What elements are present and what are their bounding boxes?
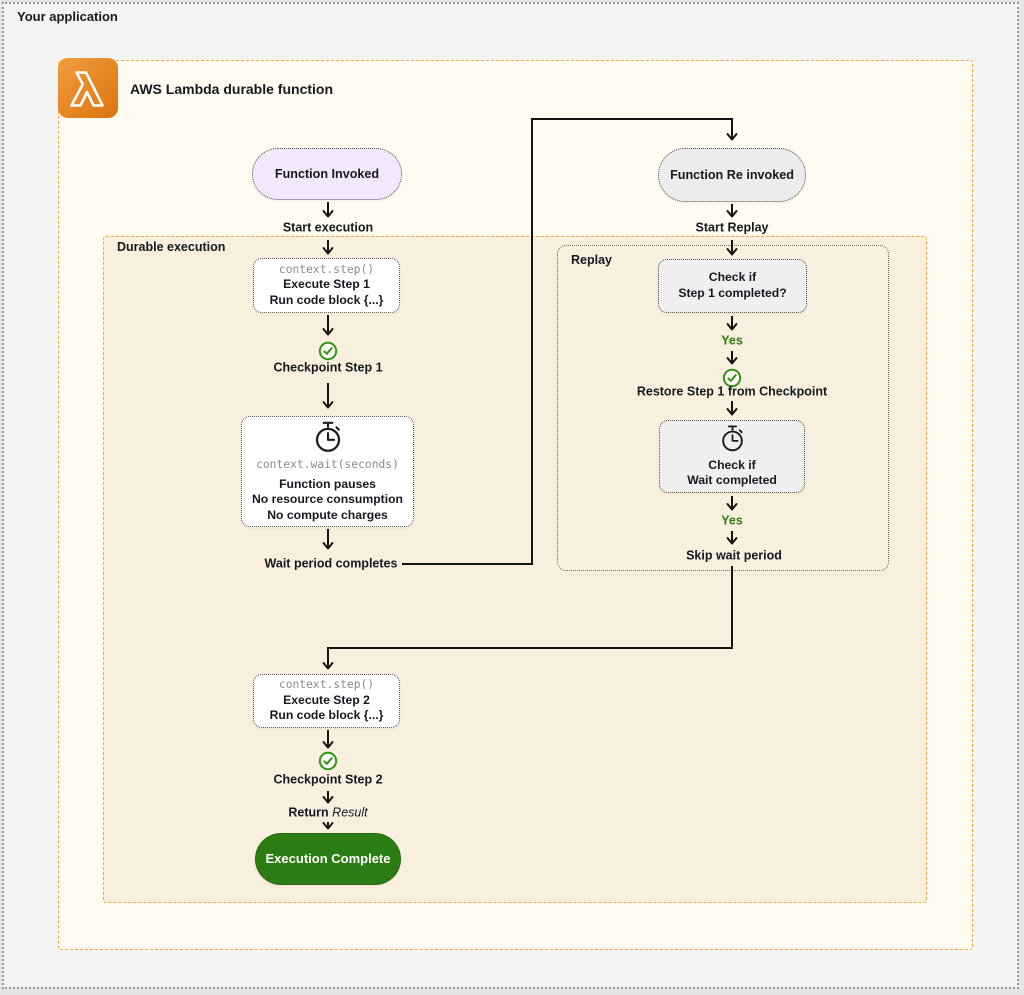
stopwatch-icon — [311, 420, 345, 459]
wait-line2: No resource consumption — [251, 492, 403, 507]
return-word: Return — [288, 805, 329, 820]
check-step1-line2: Step 1 completed? — [678, 286, 787, 300]
stopwatch-icon — [718, 424, 747, 458]
execution-complete-label: Execution Complete — [265, 850, 391, 866]
label-yes-step1: Yes — [721, 333, 743, 348]
page-title: Your application — [17, 9, 118, 24]
node-execute-step2: context.step() Execute Step 2 Run code b… — [253, 674, 400, 728]
check-wait-line2: Wait completed — [687, 473, 777, 488]
step1-title: Execute Step 1 — [283, 277, 370, 292]
node-function-reinvoked: Function Re invoked — [658, 148, 806, 202]
replay-label: Replay — [571, 253, 612, 267]
node-function-reinvoked-label: Function Re invoked — [670, 167, 794, 182]
wait-code: context.wait(seconds) — [256, 458, 399, 472]
wait-line3: No compute charges — [267, 507, 388, 522]
check-wait-line1: Check if — [708, 457, 756, 472]
step2-title: Execute Step 2 — [283, 692, 370, 707]
node-check-step1: Check if Step 1 completed? — [658, 259, 807, 313]
check-step1-line1: Check if — [708, 270, 757, 285]
node-function-invoked: Function Invoked — [252, 148, 402, 200]
node-check-wait: Check if Wait completed — [659, 420, 805, 493]
label-skip-wait-period: Skip wait period — [686, 548, 782, 563]
step1-code: context.step() — [278, 262, 375, 276]
node-execution-complete: Execution Complete — [255, 833, 401, 885]
node-function-invoked-label: Function Invoked — [274, 166, 380, 181]
node-wait: context.wait(seconds) Function pauses No… — [241, 416, 414, 527]
label-restore-step1: Restore Step 1 from Checkpoint — [636, 384, 828, 399]
diagram-title: AWS Lambda durable function — [130, 81, 334, 97]
checkmark-circle-icon — [318, 341, 338, 366]
label-wait-period-completes: Wait period completes — [264, 556, 398, 571]
wait-line1: Function pauses — [279, 476, 376, 491]
step1-subtitle: Run code block {...} — [269, 292, 384, 307]
return-value: Result — [332, 805, 368, 820]
label-yes-wait: Yes — [721, 513, 743, 528]
label-start-execution: Start execution — [282, 220, 374, 235]
step2-subtitle: Run code block {...} — [269, 708, 384, 723]
checkmark-circle-icon — [318, 751, 338, 776]
node-execute-step1: context.step() Execute Step 1 Run code b… — [253, 258, 400, 313]
durable-execution-label: Durable execution — [117, 240, 226, 254]
label-start-replay: Start Replay — [695, 220, 769, 235]
step2-code: context.step() — [278, 678, 375, 692]
label-checkpoint-step2: Checkpoint Step 2 — [273, 772, 383, 787]
label-checkpoint-step1: Checkpoint Step 1 — [273, 360, 383, 375]
label-return-result: Return Result — [288, 806, 367, 821]
aws-lambda-icon — [58, 58, 118, 118]
